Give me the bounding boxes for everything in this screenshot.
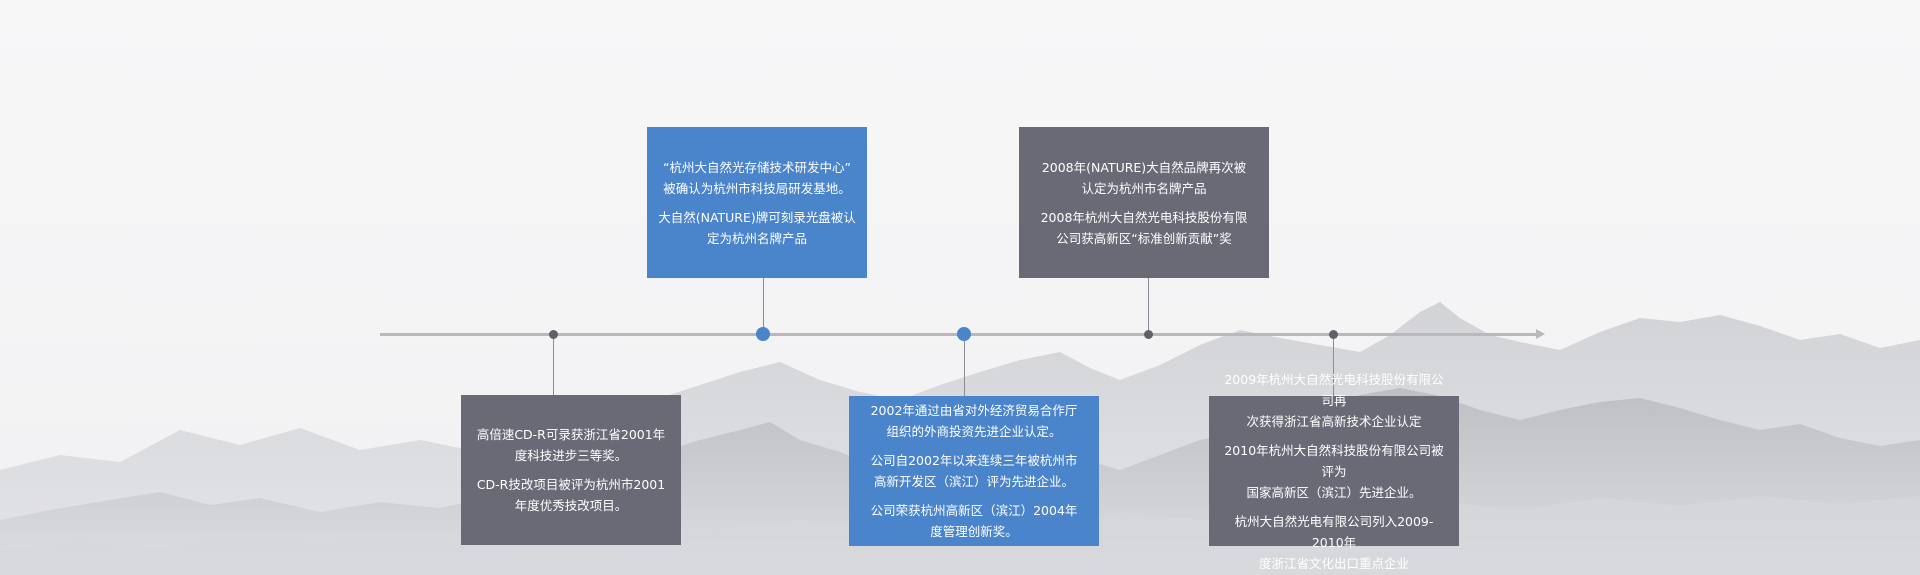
timeline-card-3: 2002年通过由省对外经济贸易合作厅 组织的外商投资先进企业认定。 公司自200…: [849, 396, 1099, 546]
timeline-card-2: “杭州大自然光存储技术研发中心” 被确认为杭州市科技局研发基地。 大自然(NAT…: [647, 127, 867, 278]
connector-2: [763, 278, 764, 334]
card-1-text-1: 高倍速CD-R可录获浙江省2001年 度科技进步三等奖。: [476, 427, 666, 463]
connector-1: [553, 334, 554, 396]
connector-3: [964, 334, 965, 396]
timeline-card-1: 高倍速CD-R可录获浙江省2001年 度科技进步三等奖。 CD-R技改项目被评为…: [461, 395, 681, 545]
timeline-dot-5[interactable]: [1329, 330, 1338, 339]
timeline-dot-4[interactable]: [1144, 330, 1153, 339]
card-2-text-2: 大自然(NATURE)牌可刻录光盘被认 定为杭州名牌产品: [658, 209, 856, 246]
timeline-card-5: 2009年杭州大自然光电科技股份有限公司再 次获得浙江省高新技术企业认定 201…: [1209, 372, 1459, 571]
card-1-text-2: CD-R技改项目被评为杭州市2001 年度优秀技改项目。: [476, 477, 666, 513]
card-5-text-2: 2010年杭州大自然科技股份有限公司被评为 国家高新区（滨江）先进企业。: [1224, 442, 1444, 500]
card-3-text-3: 公司荣获杭州高新区（滨江）2004年 度管理创新奖。: [870, 503, 1078, 539]
card-3-text-1: 2002年通过由省对外经济贸易合作厅 组织的外商投资先进企业认定。: [870, 403, 1078, 439]
timeline-card-4: 2008年(NATURE)大自然品牌再次被 认定为杭州市名牌产品 2008年杭州…: [1019, 127, 1269, 278]
connector-5: [1333, 334, 1334, 396]
card-2-text-1: “杭州大自然光存储技术研发中心” 被确认为杭州市科技局研发基地。: [663, 159, 851, 196]
timeline-dot-2[interactable]: [756, 327, 770, 341]
card-5-text-3: 杭州大自然光电有限公司列入2009-2010年 度浙江省文化出口重点企业: [1234, 513, 1434, 571]
card-5-text-1: 2009年杭州大自然光电科技股份有限公司再 次获得浙江省高新技术企业认定: [1224, 371, 1444, 429]
card-4-text-2: 2008年杭州大自然光电科技股份有限 公司获高新区“标准创新贡献”奖: [1040, 209, 1248, 246]
card-3-text-2: 公司自2002年以来连续三年被杭州市 高新开发区（滨江）评为先进企业。: [870, 453, 1078, 489]
card-4-text-1: 2008年(NATURE)大自然品牌再次被 认定为杭州市名牌产品: [1041, 159, 1247, 196]
timeline-dot-3[interactable]: [957, 327, 971, 341]
timeline-dot-1[interactable]: [549, 330, 558, 339]
timeline-arrow-icon: [1536, 329, 1545, 339]
connector-4: [1148, 278, 1149, 334]
